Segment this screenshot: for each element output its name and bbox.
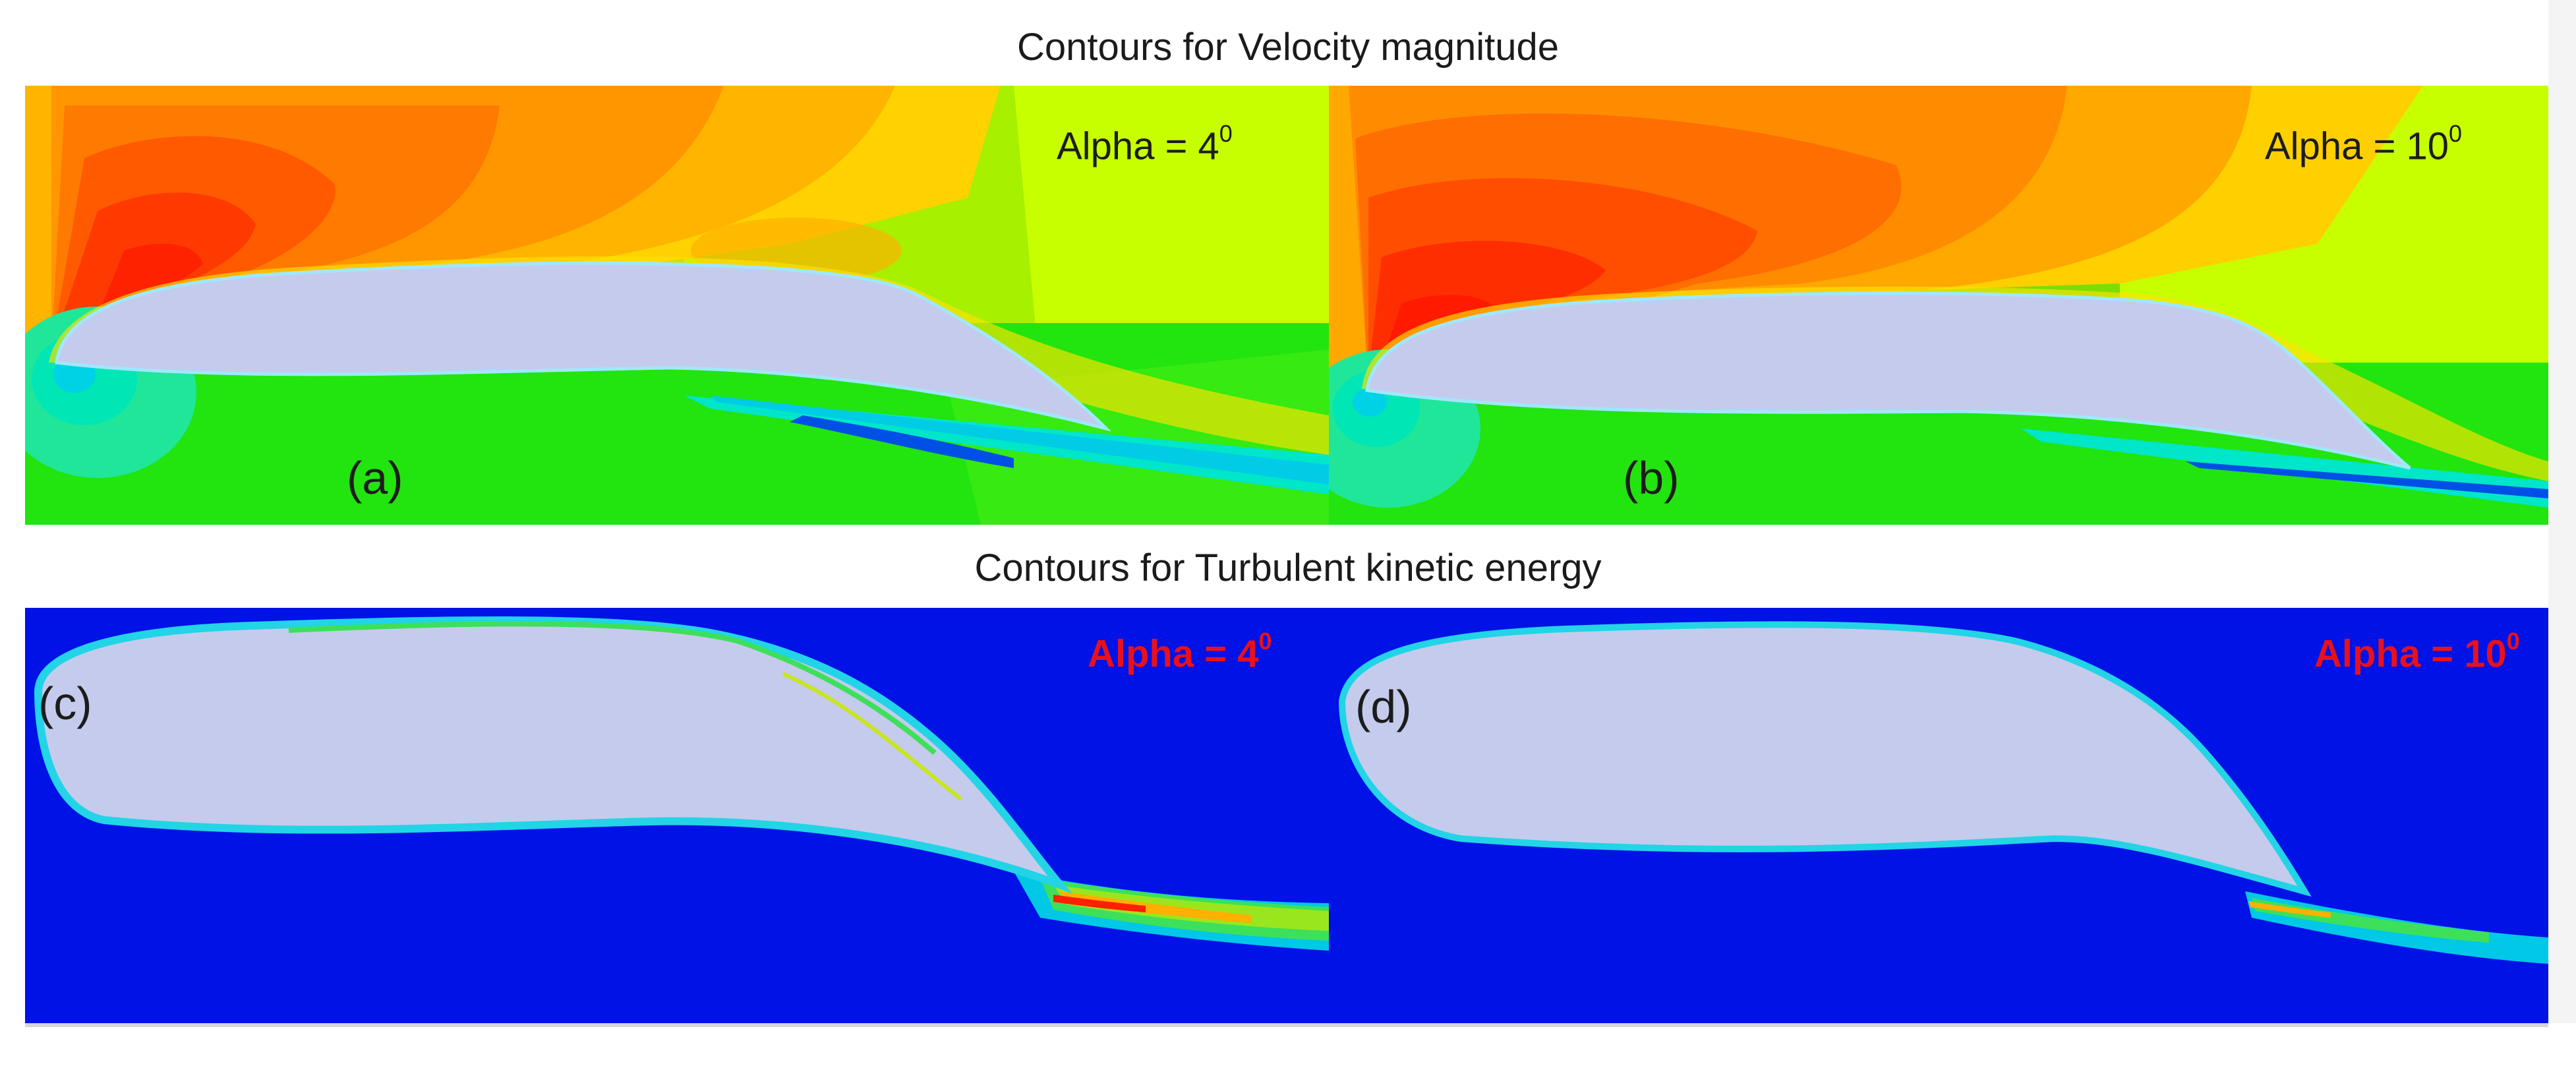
alpha-degree-c: 0 <box>1258 628 1272 655</box>
airfoil-d <box>1338 621 2312 897</box>
tke-contour-c <box>25 608 1329 1023</box>
alpha-label-b: Alpha = 100 <box>2265 120 2462 168</box>
velocity-heading: Contours for Velocity magnitude <box>1016 26 1560 69</box>
tke-heading: Contours for Turbulent kinetic energy <box>974 547 1602 589</box>
alpha-label-d: Alpha = 100 <box>2314 628 2520 676</box>
alpha-label-c: Alpha = 40 <box>1088 628 1272 676</box>
alpha-degree-a: 0 <box>1219 120 1233 147</box>
alpha-value-b: Alpha = 10 <box>2265 125 2449 168</box>
panel-tag-d: (d) <box>1355 681 1412 732</box>
velocity-contour-b <box>1329 86 2548 525</box>
panel-tag-a: (a) <box>347 452 403 504</box>
velocity-contour-a <box>25 86 1329 525</box>
alpha-value-c: Alpha = 4 <box>1088 632 1259 676</box>
panel-tag-c: (c) <box>38 678 92 729</box>
alpha-label-a: Alpha = 40 <box>1057 120 1233 168</box>
velocity-panel-alpha-4: (a) Alpha = 40 <box>25 86 1329 525</box>
figure-bottom-border <box>0 1023 2576 1068</box>
airfoil-b <box>1365 291 2411 470</box>
tke-contour-d <box>1329 608 2548 1023</box>
alpha-value-d: Alpha = 10 <box>2314 632 2507 676</box>
alpha-degree-d: 0 <box>2506 628 2520 655</box>
panel-tag-b: (b) <box>1623 452 1680 504</box>
tke-panel-alpha-10: (d) Alpha = 100 <box>1329 608 2548 1023</box>
airfoil-a <box>55 261 1112 432</box>
alpha-value-a: Alpha = 4 <box>1057 125 1219 168</box>
velocity-panel-alpha-10: (b) Alpha = 100 <box>1329 86 2548 525</box>
tke-panel-alpha-4: (c) Alpha = 40 <box>25 608 1329 1023</box>
figure-right-border <box>2548 0 2576 1068</box>
alpha-degree-b: 0 <box>2448 120 2462 147</box>
